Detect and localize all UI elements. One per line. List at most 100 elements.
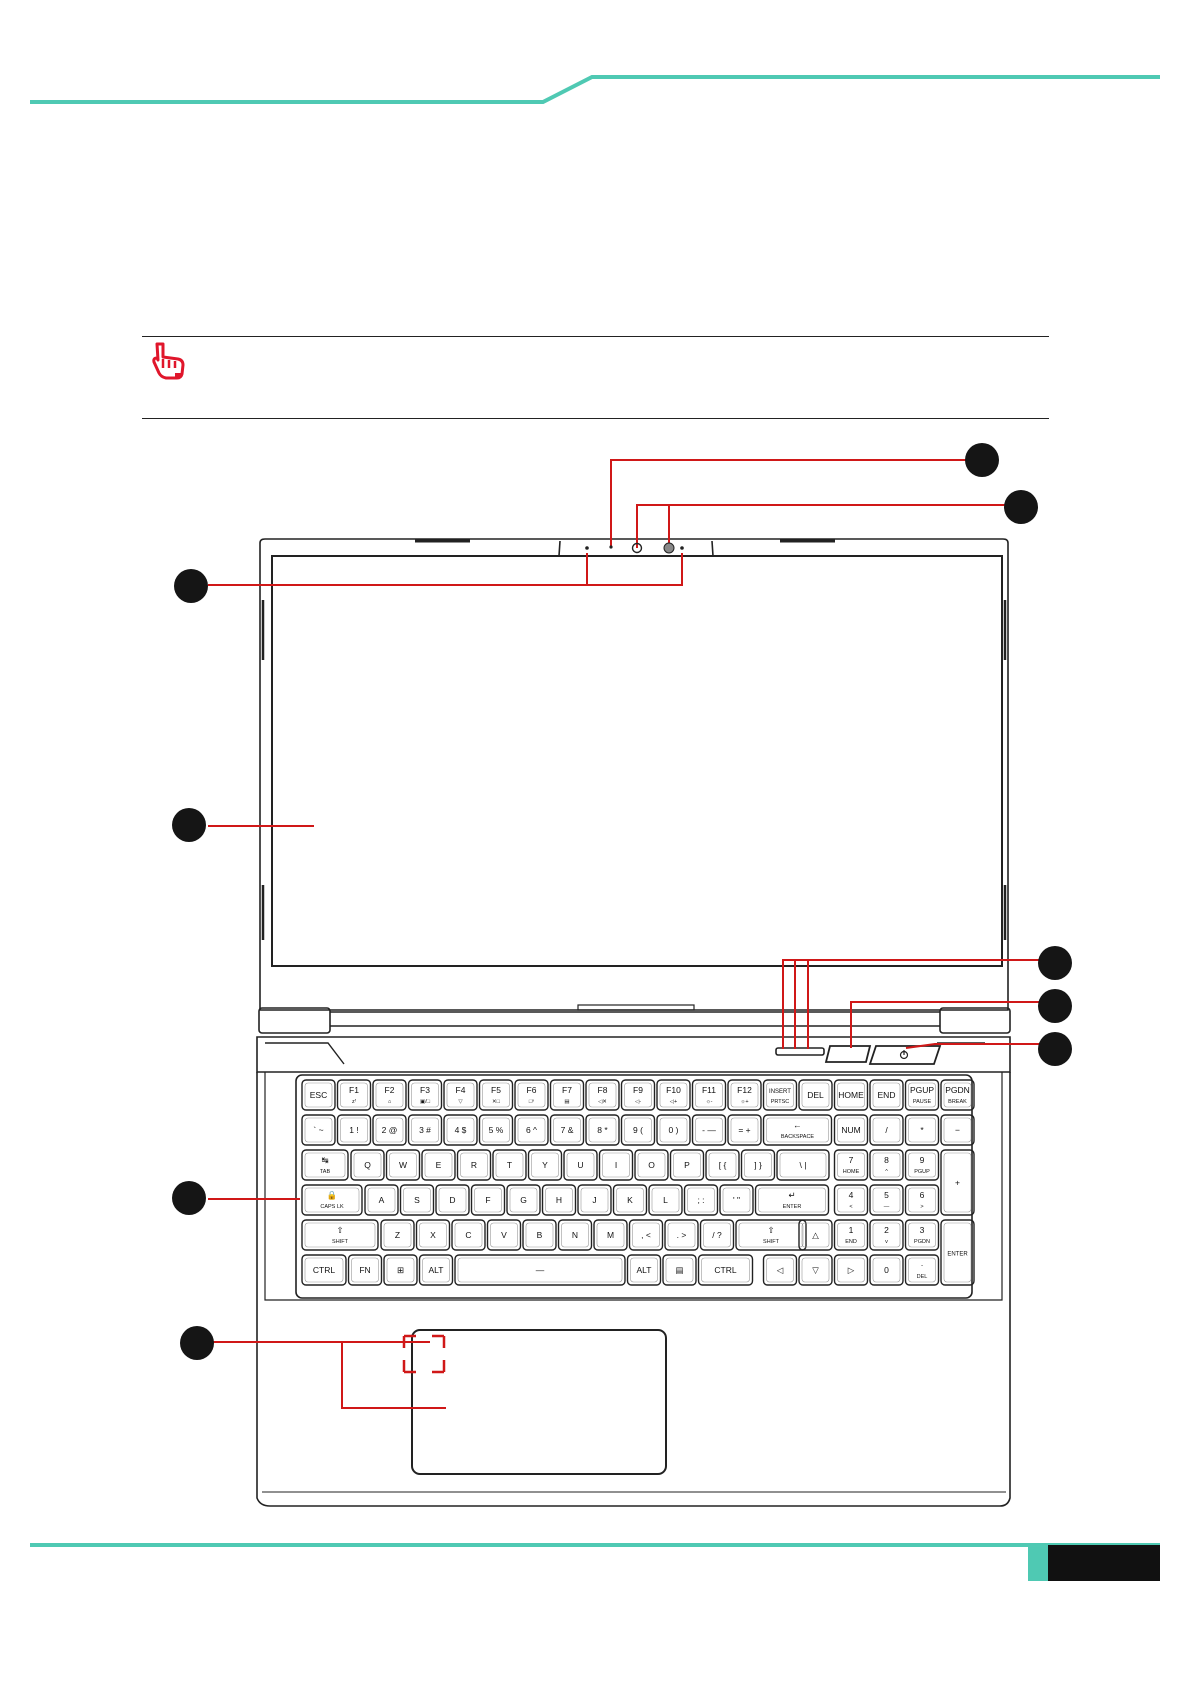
key-label: 2	[884, 1225, 889, 1235]
leader-5a	[782, 959, 1040, 1049]
key-letter: I	[598, 1149, 634, 1181]
key-bottom: FN	[347, 1254, 383, 1286]
key-label: Z	[395, 1230, 400, 1240]
touchpad	[411, 1329, 667, 1475]
key-label: F1	[349, 1085, 359, 1095]
key-bottom: ⊞	[383, 1254, 418, 1286]
callout-1	[965, 443, 999, 477]
key-label: P	[684, 1160, 690, 1170]
key-label: 5	[884, 1190, 889, 1200]
key-shift-left: ⇧SHIFT	[301, 1219, 379, 1251]
key-label: Q	[364, 1160, 371, 1170]
key-label: ; :	[697, 1195, 704, 1205]
key-sublabel: zᶠ	[352, 1098, 357, 1105]
key-fn: F4▽	[443, 1079, 478, 1111]
key-num: ` ~	[301, 1114, 336, 1146]
key-letter: X	[415, 1219, 451, 1251]
key-label: J	[592, 1195, 596, 1205]
key-label: V	[501, 1230, 507, 1240]
key-label: 9	[920, 1155, 925, 1165]
hinge-right	[939, 1007, 1011, 1034]
key-num: = +	[727, 1114, 762, 1146]
key-caps-lock: 🔒CAPS LK	[301, 1184, 363, 1216]
key-label: ←	[793, 1120, 802, 1130]
key-arrow: ▽	[798, 1254, 833, 1286]
key-label: INSERT	[769, 1089, 791, 1095]
key-numpad: 0	[869, 1254, 904, 1286]
key-label: F8	[598, 1085, 608, 1095]
key-sublabel: ◁-	[635, 1099, 641, 1105]
key-fn: DEL	[798, 1079, 833, 1111]
header-accent-rule	[30, 75, 1160, 104]
key-label: ENTER	[947, 1252, 968, 1258]
key-label: 0	[884, 1265, 889, 1275]
key-label: 4 $	[455, 1125, 467, 1135]
callout-4	[172, 808, 206, 842]
key-numpad: ·DEL	[904, 1254, 940, 1286]
key-label: ▷	[848, 1265, 855, 1275]
key-letter: H	[541, 1184, 577, 1216]
key-numpad-plus: +	[940, 1149, 975, 1216]
key-sublabel: ☼-	[706, 1099, 713, 1105]
key-shift-right: ⇧SHIFT	[735, 1219, 807, 1251]
key-label: R	[471, 1160, 477, 1170]
key-numpad: 5—	[869, 1184, 904, 1216]
key-label: B	[537, 1230, 543, 1240]
key-backspace: ←BACKSPACE	[762, 1114, 833, 1146]
base-top-strip	[256, 1036, 1011, 1073]
key-letter: Q	[350, 1149, 385, 1181]
key-sublabel: —	[884, 1204, 890, 1210]
key-numpad: 4<	[833, 1184, 869, 1216]
key-label: F	[485, 1195, 490, 1205]
footer-accent-block	[1028, 1545, 1048, 1581]
key-label: W	[399, 1160, 407, 1170]
key-label: , <	[641, 1230, 651, 1240]
key-arrow-up: △	[798, 1219, 833, 1251]
key-bottom: ALT	[626, 1254, 662, 1286]
key-numpad: 8^	[869, 1149, 904, 1181]
key-label: 6	[920, 1190, 925, 1200]
callout-6	[1038, 989, 1072, 1023]
key-fn: END	[869, 1079, 904, 1111]
key-label: 9 (	[633, 1125, 643, 1135]
key-sublabel: ▤	[564, 1099, 570, 1105]
key-label: ESC	[310, 1090, 327, 1100]
key-label: PGDN	[945, 1085, 970, 1095]
key-numpad: 2v	[869, 1219, 904, 1251]
key-sublabel: ENTER	[783, 1204, 802, 1210]
key-label: . >	[677, 1230, 687, 1240]
key-label: A	[379, 1195, 385, 1205]
key-letter: ] }	[740, 1149, 776, 1181]
pointing-hand-icon	[152, 342, 185, 380]
key-letter: U	[563, 1149, 598, 1181]
key-label: F9	[633, 1085, 643, 1095]
note-bottom-rule	[142, 418, 1049, 419]
key-label: F12	[737, 1085, 752, 1095]
key-sublabel: END	[845, 1239, 857, 1245]
key-fn: F12☼+	[727, 1079, 762, 1111]
callout-8	[172, 1181, 206, 1215]
key-label: [ {	[719, 1160, 727, 1170]
key-label: O	[648, 1160, 655, 1170]
key-letter: / ?	[699, 1219, 735, 1251]
key-num: 6 ^	[514, 1114, 549, 1146]
key-label: F10	[666, 1085, 681, 1095]
key-letter: R	[456, 1149, 492, 1181]
key-label: △	[812, 1230, 819, 1240]
callout-5	[1038, 946, 1072, 980]
key-letter: M	[593, 1219, 628, 1251]
key-label: 3	[920, 1225, 925, 1235]
key-sublabel: ⌂	[388, 1099, 391, 1105]
key-label: ▽	[812, 1265, 819, 1275]
status-led-bar	[775, 1047, 825, 1056]
key-label: NUM	[841, 1125, 860, 1135]
key-label: ⇧	[767, 1225, 774, 1235]
key-label: ◁	[777, 1265, 784, 1275]
key-label: 7 &	[561, 1125, 574, 1135]
key-label: +	[955, 1178, 960, 1188]
